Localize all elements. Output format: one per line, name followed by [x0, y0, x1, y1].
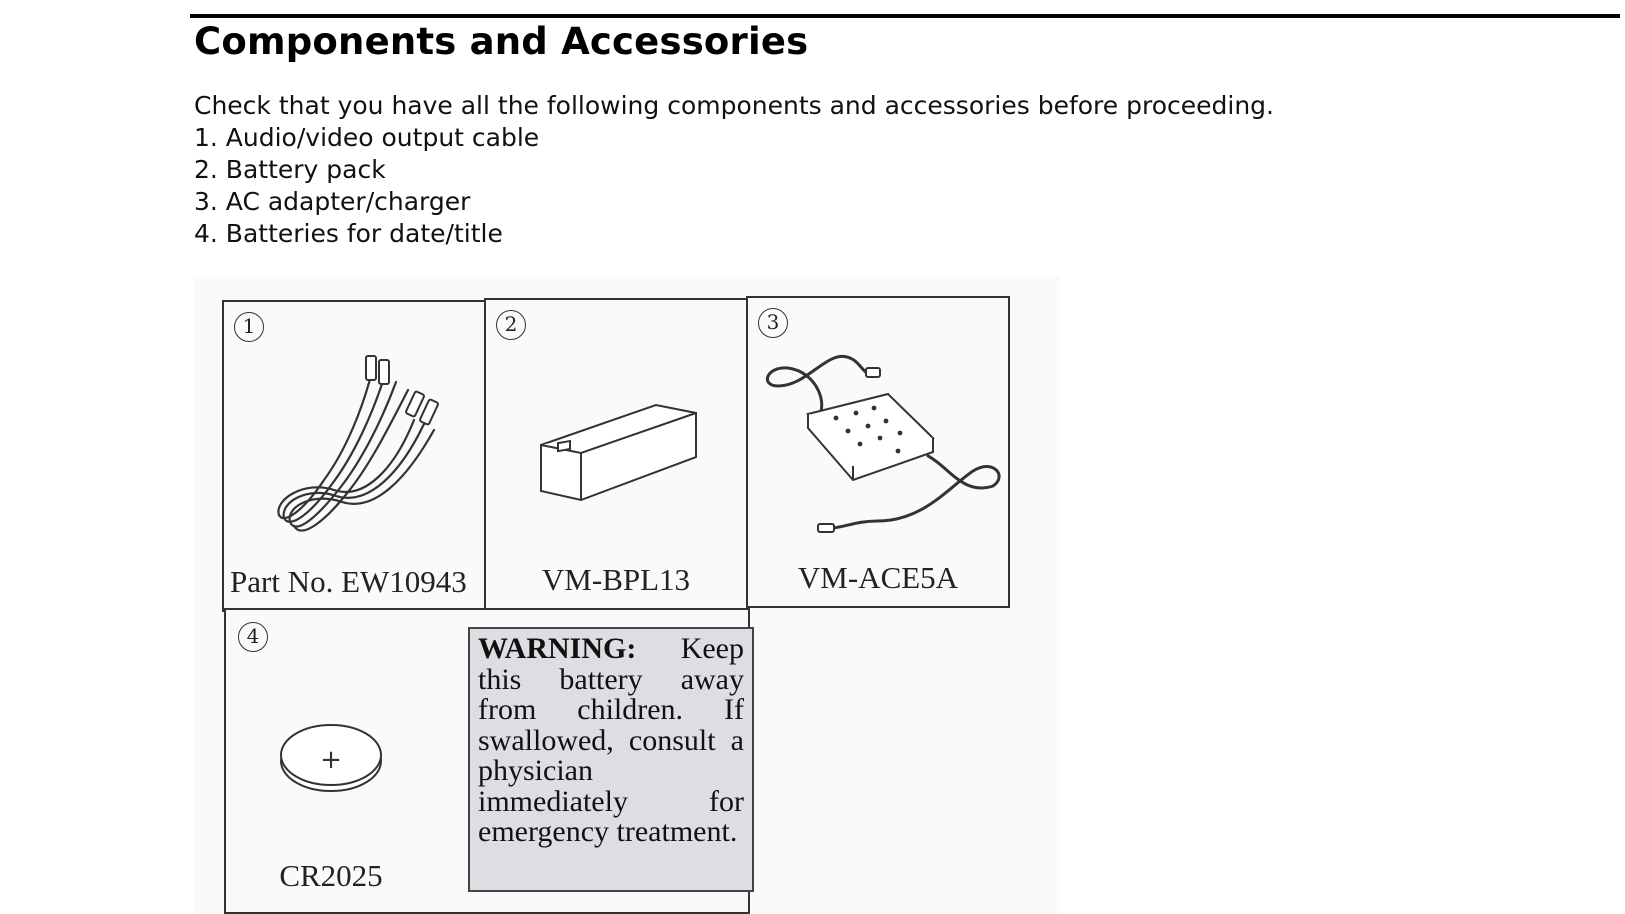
- accessories-figure: 1 Part No. EW10943 2: [194, 276, 1060, 914]
- panel-number: 2: [496, 310, 526, 340]
- panel-caption: VM-ACE5A: [797, 560, 959, 595]
- intro-block: Check that you have all the following co…: [194, 90, 1274, 250]
- battery-pack-icon: [540, 403, 697, 502]
- coin-symbol: +: [320, 745, 342, 775]
- intro-text: Check that you have all the following co…: [194, 91, 1274, 120]
- panel-number: 1: [234, 312, 264, 342]
- panel-caption: Part No. EW10943: [230, 564, 467, 599]
- coin-battery-icon: +: [280, 724, 382, 792]
- top-rule: [190, 14, 1620, 18]
- warning-box: WARNING: Keep this battery away from chi…: [468, 627, 754, 892]
- panel-av-cable: 1 Part No. EW10943: [222, 300, 486, 612]
- page-title: Components and Accessories: [194, 20, 809, 63]
- panel-number: 4: [238, 622, 268, 652]
- panel-battery-pack: 2 VM-BPL13: [484, 298, 748, 610]
- panel-ac-adapter: 3 VM-ACE5A: [746, 296, 1010, 608]
- ac-adapter-icon: [765, 354, 1001, 533]
- warning-label: WARNING:: [478, 632, 637, 665]
- panel-caption: CR2025: [279, 858, 383, 893]
- av-cable-icon: [277, 355, 439, 532]
- list-item: 1. Audio/video output cable: [194, 123, 540, 152]
- warning-text: Keep this battery away from children. If…: [478, 632, 744, 848]
- list-item: 2. Battery pack: [194, 155, 386, 184]
- panel-coin-battery: 4 + CR2025 WARNING: Keep this battery aw…: [224, 608, 754, 914]
- list-item: 3. AC adapter/charger: [194, 187, 471, 216]
- list-item: 4. Batteries for date/title: [194, 219, 503, 248]
- panel-caption: VM-BPL13: [541, 562, 691, 597]
- panel-number: 3: [758, 308, 788, 338]
